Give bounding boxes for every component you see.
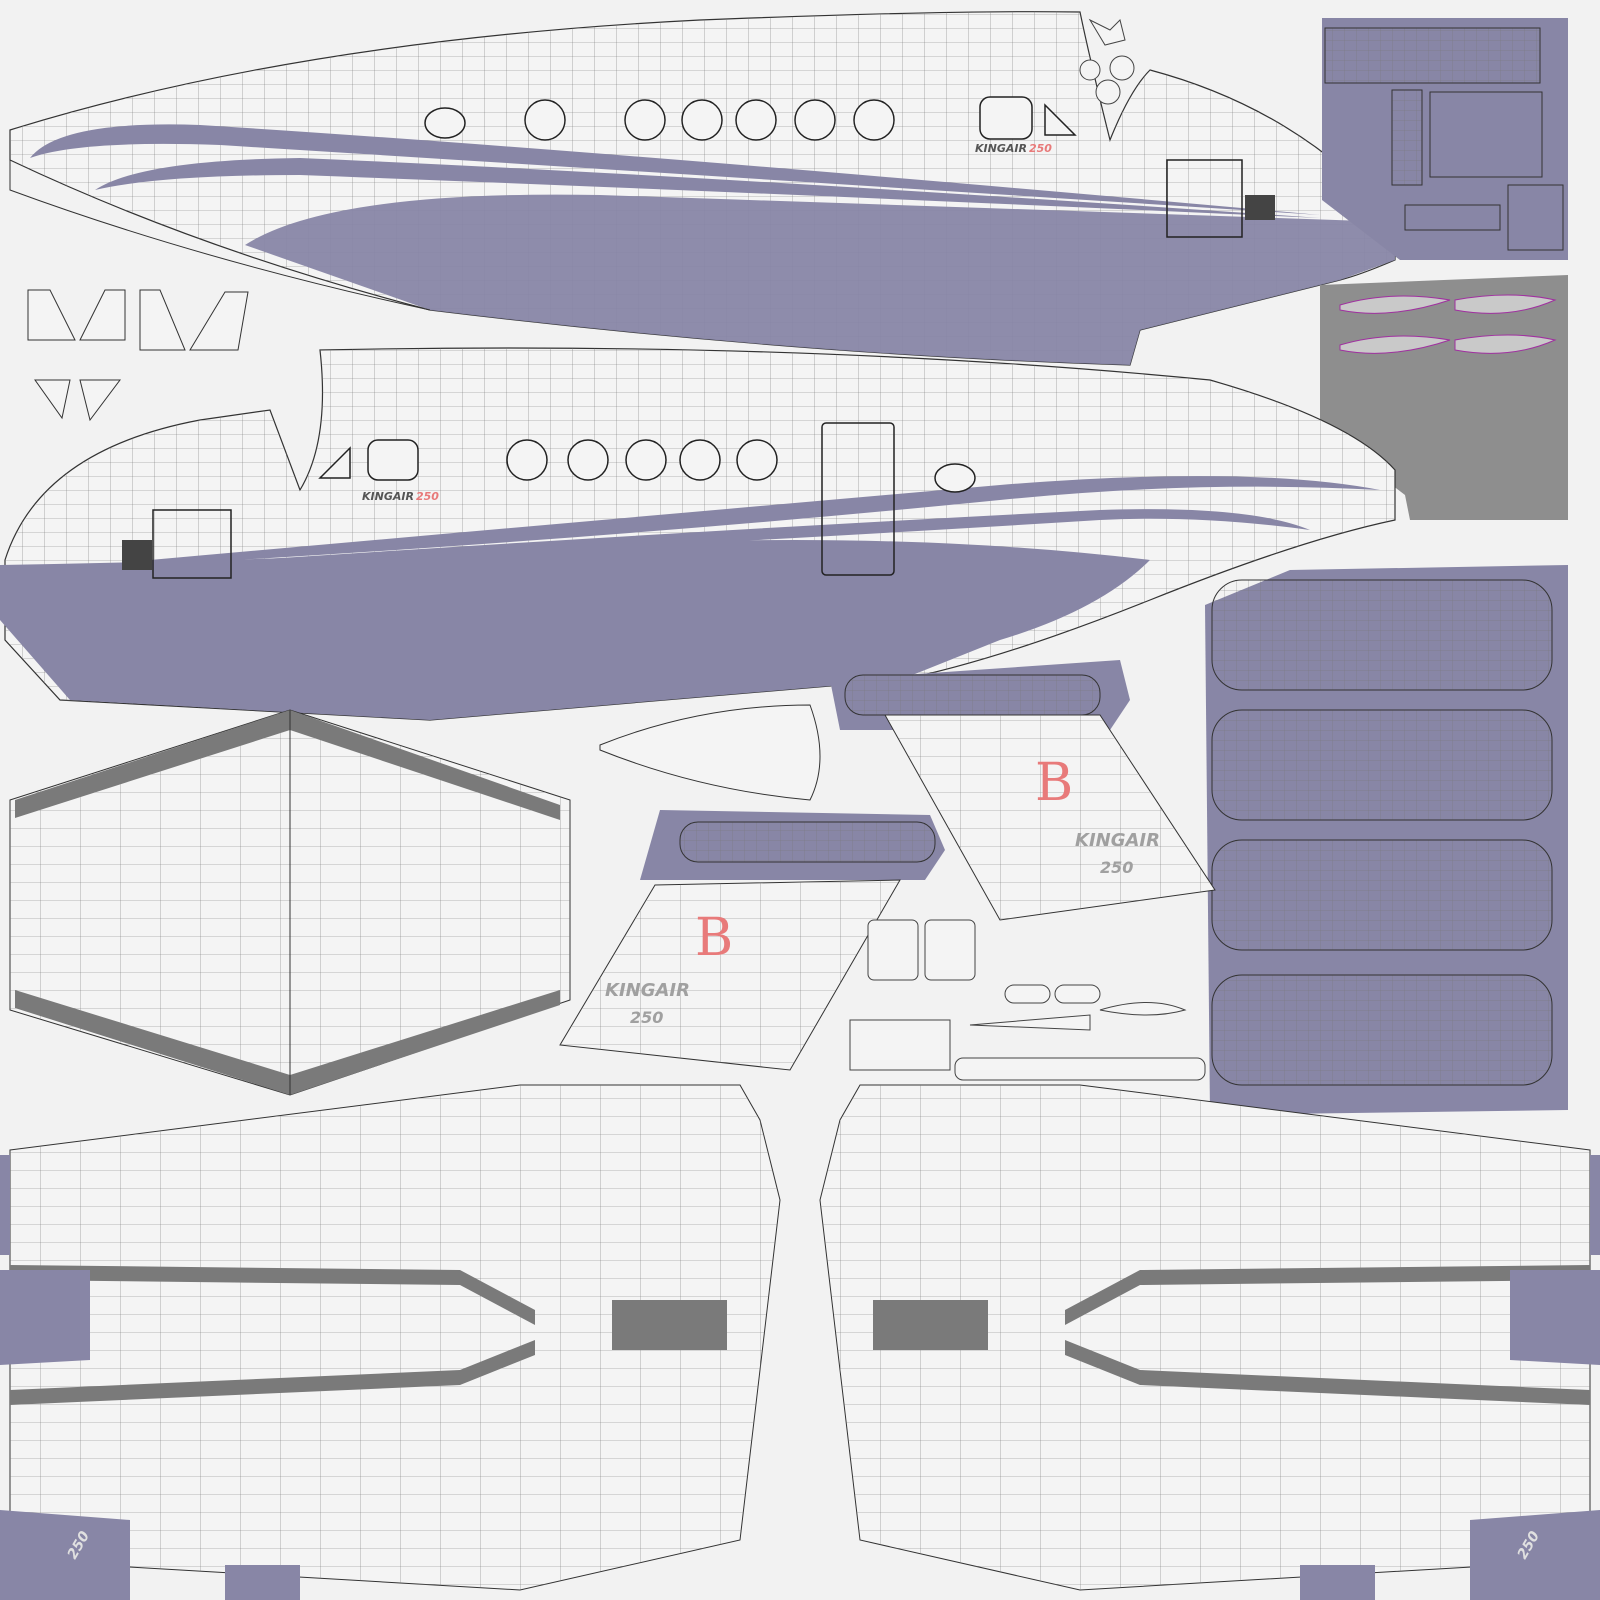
small-parts-cluster (849, 919, 1206, 1081)
window-row (424, 96, 1077, 141)
kingair-logo-text: KINGAIR (605, 980, 690, 1001)
wingtip-pieces (0, 1155, 1600, 1600)
cabin-door-outline (821, 422, 895, 576)
livery-stripe (160, 509, 1310, 570)
leading-edge-stripe (10, 1340, 535, 1405)
window-row (318, 439, 976, 493)
horizontal-stabilizer (9, 709, 571, 1096)
vent-grille (122, 540, 152, 570)
small-parts-cluster (1079, 18, 1135, 105)
nacelle-strip (612, 1300, 727, 1350)
livery-stripe (150, 476, 1380, 565)
wing-left (9, 1084, 781, 1591)
kingair-logo-text: KINGAIR (1075, 830, 1160, 851)
tail-parts (27, 289, 249, 422)
leading-edge-stripe (15, 710, 560, 820)
kingair-logo-text: KINGAIR (975, 142, 1027, 155)
nacelle-panel-right (1205, 565, 1568, 1115)
b-monogram-logo: B (695, 908, 733, 968)
model-number-text: 250 (1100, 858, 1133, 877)
cargo-door-outline (152, 509, 232, 579)
livery-stripe (95, 158, 1320, 218)
leading-edge-stripe (1065, 1265, 1590, 1325)
tail-cone (599, 704, 821, 801)
nacelle-strip (873, 1300, 988, 1350)
vertical-fin-upper: B KINGAIR 250 (830, 660, 1216, 921)
wing-right (819, 1084, 1591, 1591)
livery-belly-fill (245, 194, 1395, 365)
livery-stripe (30, 124, 1320, 215)
cargo-door-outline (1166, 159, 1243, 238)
model-number-text: 250 (1029, 142, 1052, 155)
leading-edge-stripe (1065, 1340, 1590, 1405)
leading-edge-stripe (10, 1265, 535, 1325)
vertical-fin-lower: B KINGAIR 250 (559, 810, 945, 1071)
kingair-logo-text: KINGAIR (362, 490, 414, 503)
model-number-text: 250 (416, 490, 439, 503)
model-number-text: 250 (630, 1008, 663, 1027)
vent-grille (1245, 195, 1275, 220)
b-monogram-logo: B (1035, 753, 1073, 813)
interior-panel-top-right (1322, 18, 1568, 260)
